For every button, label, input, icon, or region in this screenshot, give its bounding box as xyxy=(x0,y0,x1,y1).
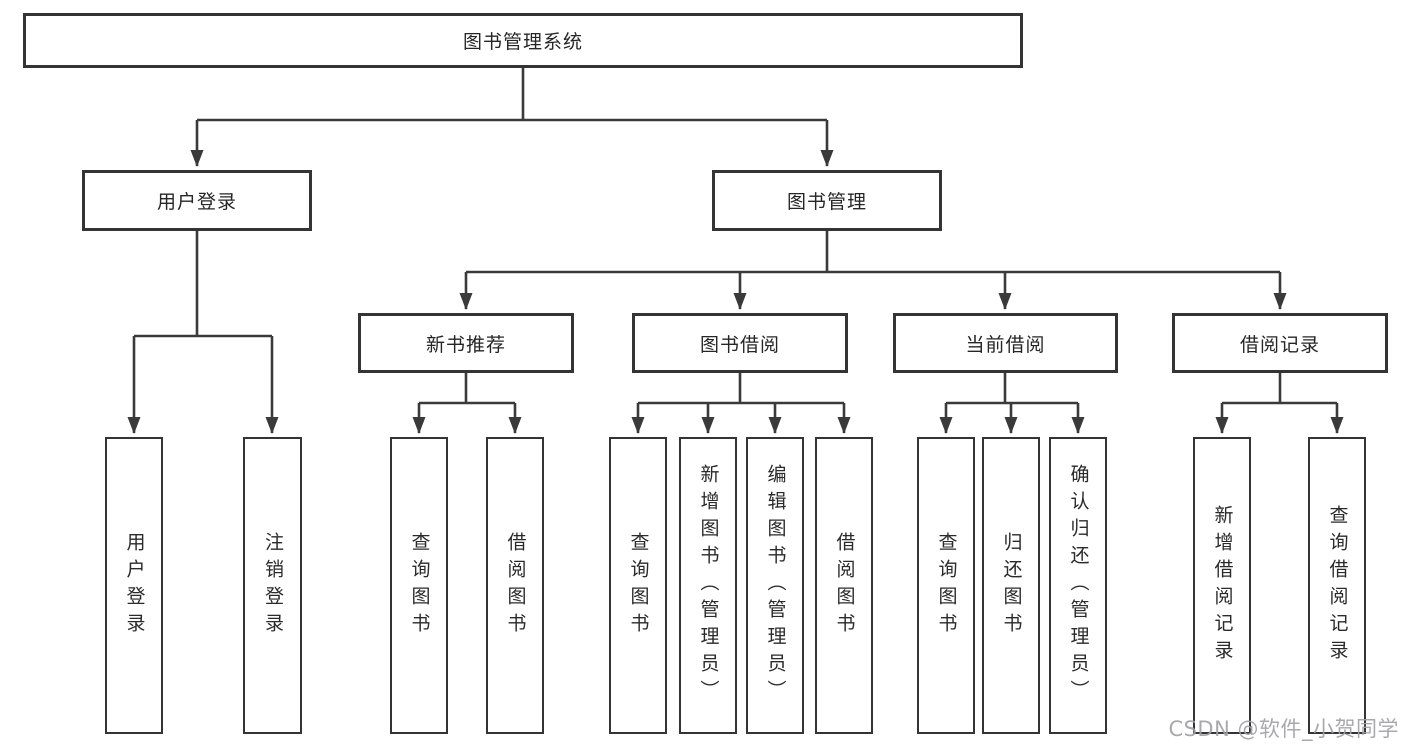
leaf-edit-book-admin-label: 编辑图书（管理员） xyxy=(764,464,787,707)
node-book-management-group: 图书管理 xyxy=(712,170,942,231)
leaf-borrow-query-book-label: 查询图书 xyxy=(627,531,650,640)
leaf-add-book-admin-label: 新增图书（管理员） xyxy=(697,464,720,707)
leaf-user-login-label: 用户登录 xyxy=(123,531,146,640)
node-book-borrow-label: 图书借阅 xyxy=(699,333,780,356)
leaf-recommend-query-book: 查询图书 xyxy=(390,437,448,734)
leaf-query-borrow-record-label: 查询借阅记录 xyxy=(1326,504,1349,667)
node-book-management-label: 图书管理 xyxy=(786,191,867,213)
node-book-borrow: 图书借阅 xyxy=(632,313,848,373)
leaf-recommend-borrow-book-label: 借阅图书 xyxy=(504,531,527,640)
leaf-add-book-admin: 新增图书（管理员） xyxy=(679,437,737,734)
leaf-current-query-book-label: 查询图书 xyxy=(935,531,958,640)
leaf-return-book: 归还图书 xyxy=(982,437,1040,734)
node-borrow-record: 借阅记录 xyxy=(1172,313,1388,373)
leaf-recommend-query-book-label: 查询图书 xyxy=(408,531,431,640)
node-root-system: 图书管理系统 xyxy=(23,13,1023,68)
leaf-confirm-return-admin: 确认归还（管理员） xyxy=(1049,437,1107,734)
node-user-login-label: 用户登录 xyxy=(156,191,237,213)
node-current-borrow-label: 当前借阅 xyxy=(965,333,1046,356)
csdn-watermark: CSDN @软件_小贺同学 xyxy=(1168,717,1399,741)
leaf-add-borrow-record-label: 新增借阅记录 xyxy=(1211,504,1234,667)
node-borrow-record-label: 借阅记录 xyxy=(1239,333,1320,356)
leaf-borrow-query-book: 查询图书 xyxy=(609,437,667,734)
node-root-label: 图书管理系统 xyxy=(462,31,583,53)
leaf-recommend-borrow-book: 借阅图书 xyxy=(486,437,544,734)
node-current-borrow: 当前借阅 xyxy=(893,313,1118,373)
leaf-borrow-book: 借阅图书 xyxy=(815,437,873,734)
leaf-add-borrow-record: 新增借阅记录 xyxy=(1193,437,1251,734)
leaf-borrow-book-label: 借阅图书 xyxy=(833,531,856,640)
node-user-login-group: 用户登录 xyxy=(82,170,312,231)
leaf-current-query-book: 查询图书 xyxy=(917,437,975,734)
leaf-logout-label: 注销登录 xyxy=(262,531,284,640)
node-new-book-recommend-label: 新书推荐 xyxy=(425,333,506,356)
leaf-edit-book-admin: 编辑图书（管理员） xyxy=(746,437,804,734)
leaf-return-book-label: 归还图书 xyxy=(1000,531,1023,640)
leaf-user-login: 用户登录 xyxy=(105,437,163,734)
leaf-logout: 注销登录 xyxy=(243,437,302,734)
node-new-book-recommend: 新书推荐 xyxy=(358,313,574,373)
leaf-query-borrow-record: 查询借阅记录 xyxy=(1308,437,1366,734)
leaf-confirm-return-admin-label: 确认归还（管理员） xyxy=(1067,464,1090,707)
